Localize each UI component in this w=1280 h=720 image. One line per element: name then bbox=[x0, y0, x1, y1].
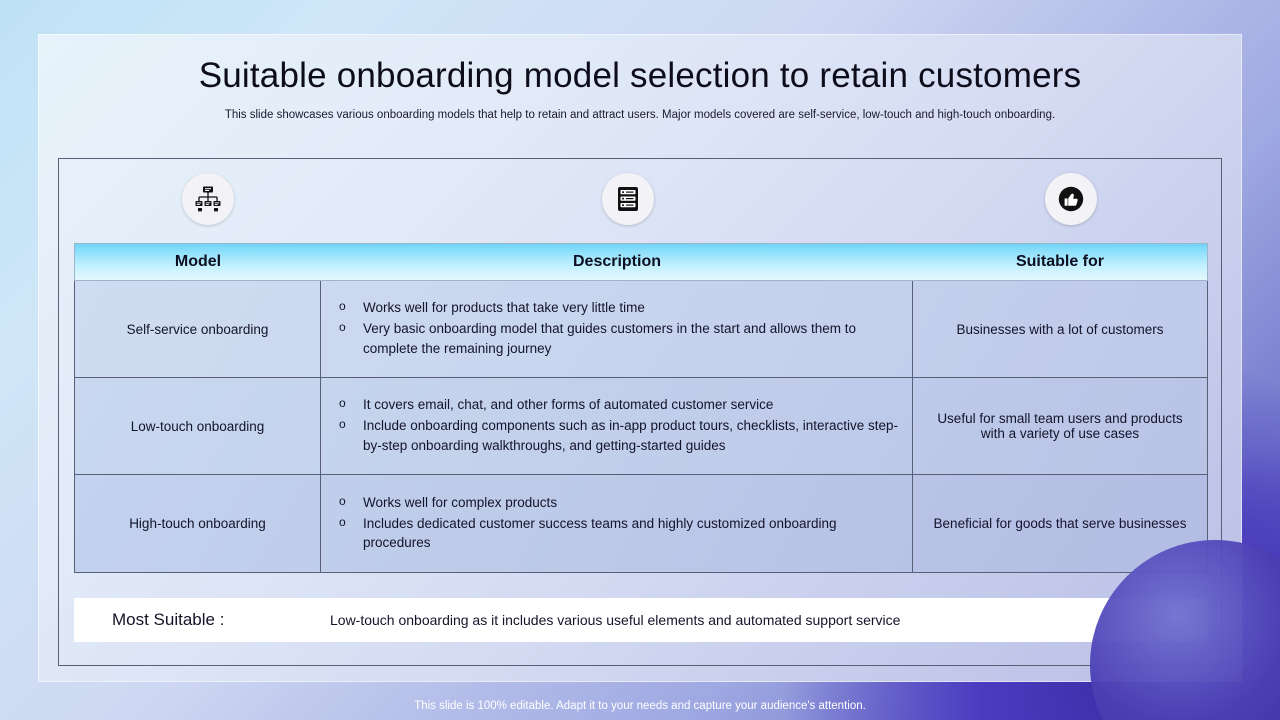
network-diagram-icon bbox=[182, 173, 234, 225]
table-header-description: Description bbox=[572, 253, 661, 270]
table-header-model: Model bbox=[174, 253, 222, 270]
onboarding-models-table: Model Description Suitable for Self-serv… bbox=[74, 243, 1208, 573]
table-row: Self-service onboarding Works well for p… bbox=[75, 281, 1207, 378]
table-header-suitable-for: Suitable for bbox=[1015, 253, 1104, 270]
most-suitable-value: Low-touch onboarding as it includes vari… bbox=[330, 612, 901, 628]
description-bullet: Include onboarding components such as in… bbox=[333, 416, 900, 454]
table-row: Low-touch onboarding It covers email, ch… bbox=[75, 378, 1207, 475]
cell-model: Self-service onboarding bbox=[75, 281, 321, 377]
cell-model: Low-touch onboarding bbox=[75, 378, 321, 474]
cell-suitable-for: Beneficial for goods that serve business… bbox=[933, 516, 1187, 531]
description-bullets: Works well for complex products Includes… bbox=[333, 493, 900, 554]
cell-description: Works well for products that take very l… bbox=[321, 281, 913, 377]
description-bullets: Works well for products that take very l… bbox=[333, 298, 900, 359]
description-bullet: Works well for products that take very l… bbox=[333, 298, 900, 317]
cell-suitable-for: Businesses with a lot of customers bbox=[956, 321, 1164, 337]
content-frame: Model Description Suitable for Self-serv… bbox=[58, 158, 1222, 666]
slide-panel: Suitable onboarding model selection to r… bbox=[38, 34, 1242, 682]
table-header-row: Model Description Suitable for bbox=[74, 243, 1208, 281]
description-bullet: Works well for complex products bbox=[333, 493, 900, 512]
server-rack-icon bbox=[602, 173, 654, 225]
table-body: Self-service onboarding Works well for p… bbox=[74, 281, 1208, 573]
description-bullet: Very basic onboarding model that guides … bbox=[333, 319, 900, 357]
page-subtitle: This slide showcases various onboarding … bbox=[224, 109, 1056, 121]
icon-row bbox=[59, 173, 1223, 229]
cell-suitable-for: Useful for small team users and products… bbox=[937, 411, 1183, 441]
page-title: Suitable onboarding model selection to r… bbox=[198, 56, 1082, 95]
cell-description: It covers email, chat, and other forms o… bbox=[321, 378, 913, 474]
cell-description: Works well for complex products Includes… bbox=[321, 475, 913, 572]
cell-model: High-touch onboarding bbox=[75, 475, 321, 572]
thumbs-up-icon bbox=[1045, 173, 1097, 225]
description-bullet: Includes dedicated customer success team… bbox=[333, 514, 900, 552]
table-row: High-touch onboarding Works well for com… bbox=[75, 475, 1207, 572]
most-suitable-label: Most Suitable : bbox=[112, 610, 225, 629]
description-bullet: It covers email, chat, and other forms o… bbox=[333, 395, 900, 414]
editable-note: This slide is 100% editable. Adapt it to… bbox=[414, 700, 866, 712]
description-bullets: It covers email, chat, and other forms o… bbox=[333, 395, 900, 456]
most-suitable-bar: Most Suitable : Low-touch onboarding as … bbox=[74, 598, 1208, 642]
